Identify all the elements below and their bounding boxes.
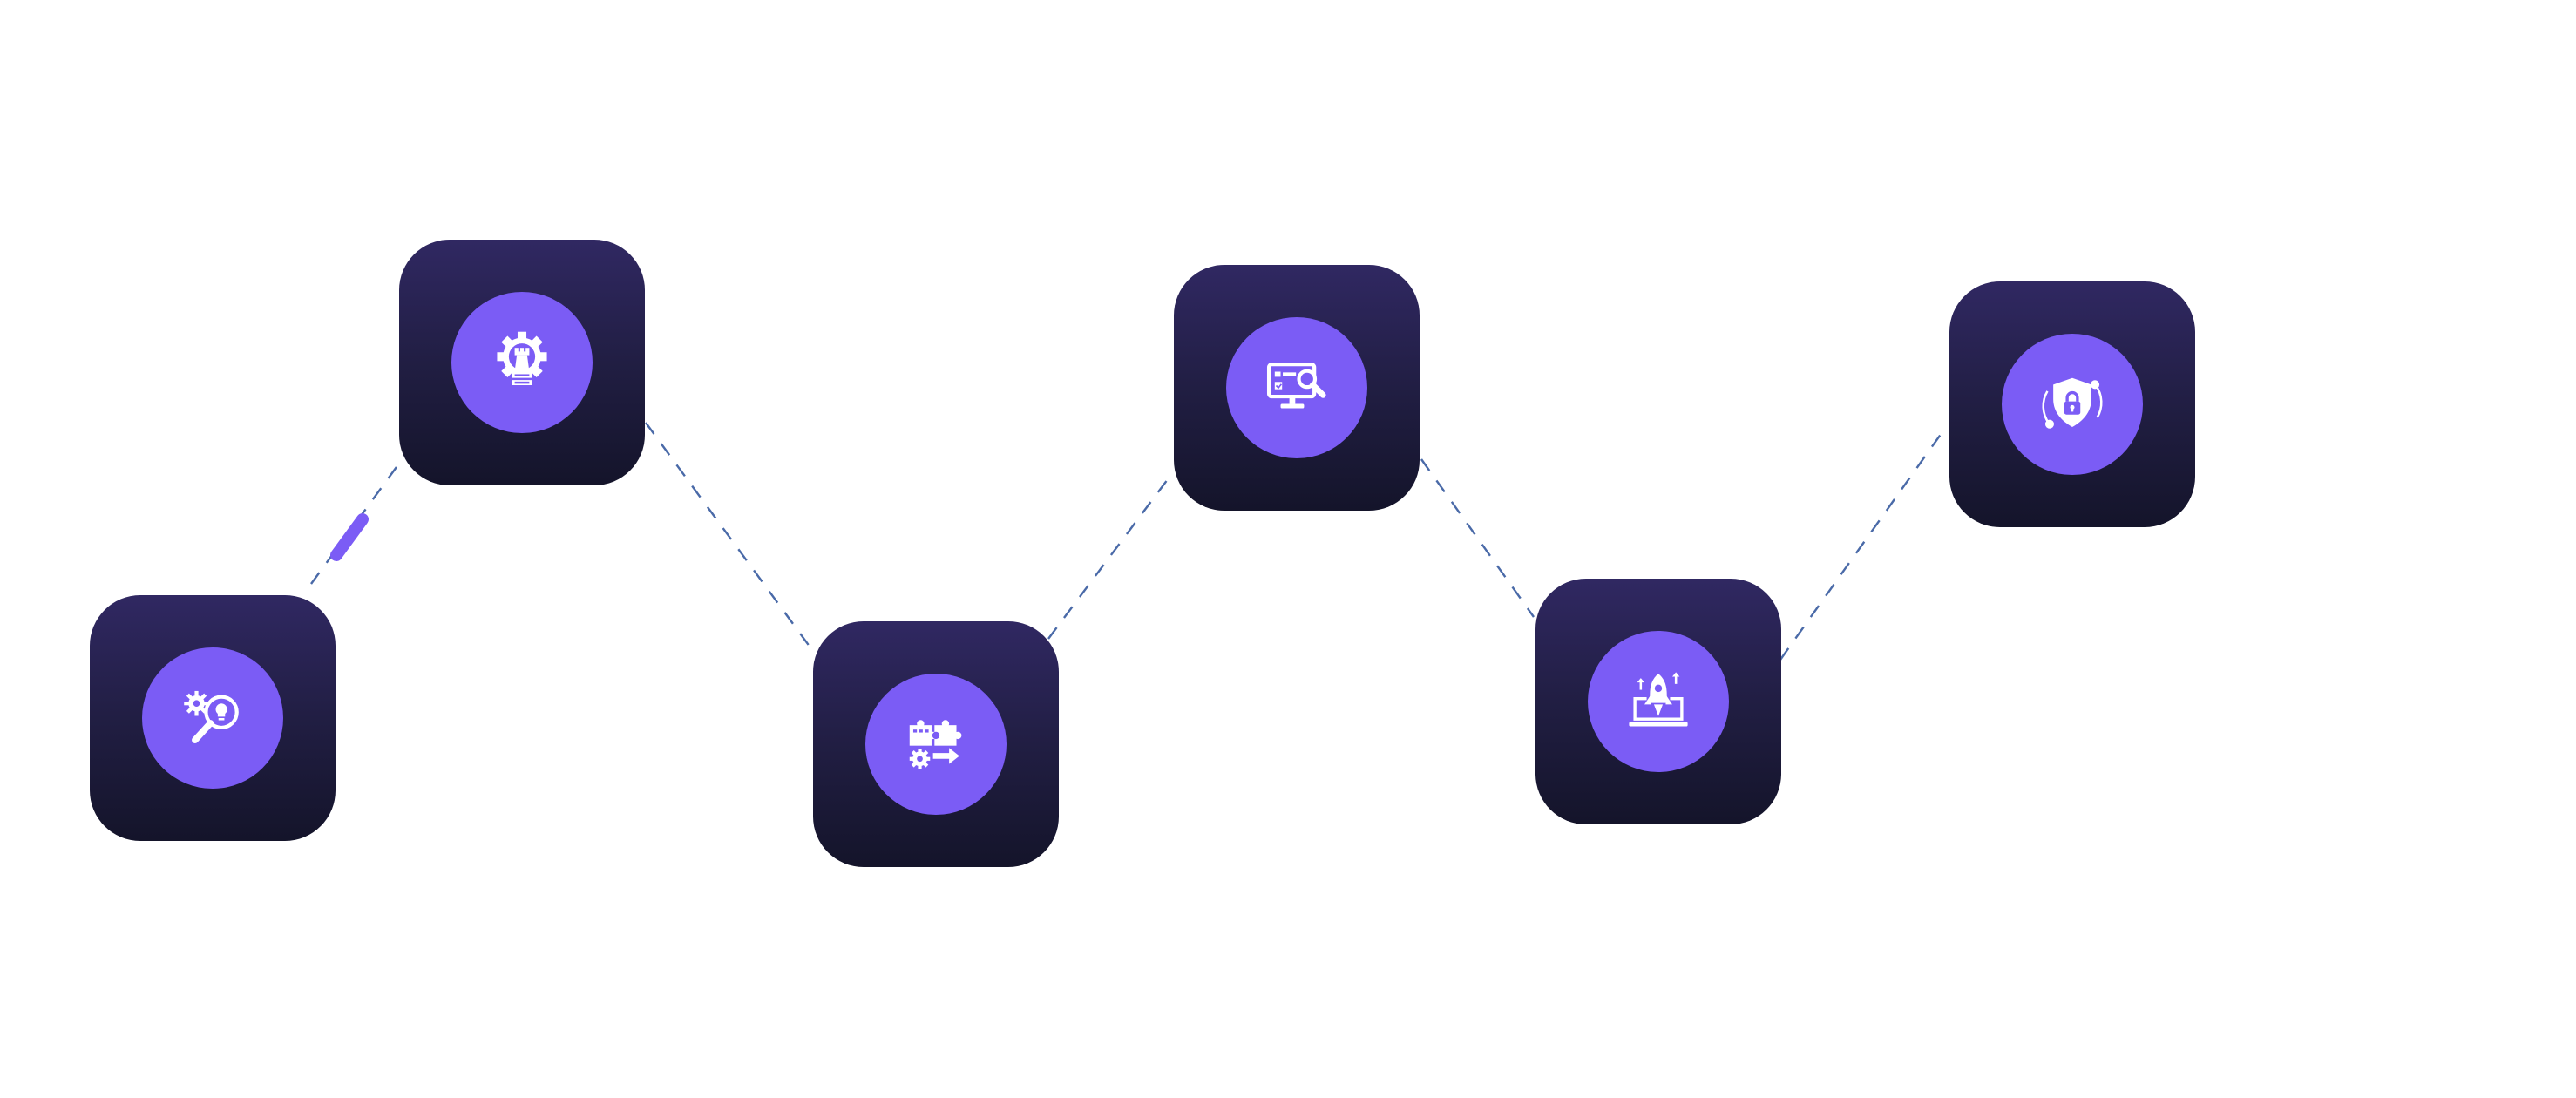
step-icon-circle	[1226, 317, 1367, 458]
step-icon-circle	[1588, 631, 1729, 772]
step-icon-circle	[865, 674, 1007, 815]
step-card-launch	[1535, 579, 1781, 824]
step-card-analysis	[1174, 265, 1420, 511]
connector-highlight	[330, 513, 369, 561]
rocket-launch-icon	[1629, 672, 1688, 727]
step-card-integration	[813, 621, 1059, 867]
security-shield-icon	[2042, 377, 2103, 429]
step-card-research	[90, 595, 336, 841]
strategy-gear-icon	[497, 331, 547, 386]
puzzle-integration-icon	[909, 720, 962, 769]
research-idea-icon	[184, 690, 239, 743]
step-icon-circle	[2002, 334, 2143, 475]
connector-line-3-4	[1047, 478, 1169, 640]
step-card-security	[1949, 281, 2195, 527]
monitor-analysis-icon	[1266, 363, 1326, 409]
step-card-strategy	[399, 240, 645, 485]
connector-line-2-3	[645, 422, 816, 654]
step-icon-circle	[451, 292, 593, 433]
step-icon-circle	[142, 647, 283, 789]
connector-line-4-5	[1420, 458, 1535, 618]
connector-line-5-6	[1779, 426, 1947, 661]
